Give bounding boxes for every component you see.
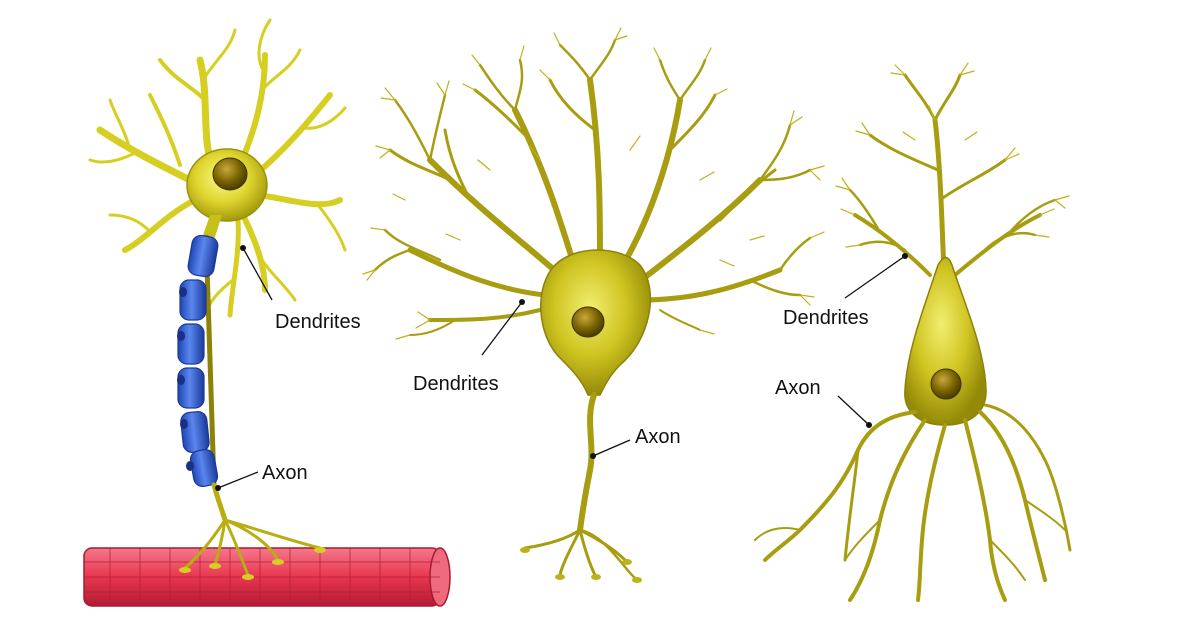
axon-label-2: Axon xyxy=(635,426,681,448)
myelin-sheath xyxy=(177,234,219,487)
dendrites-2 xyxy=(373,38,812,336)
dendrites-label-3: Dendrites xyxy=(783,307,869,329)
axon-label-1: Axon xyxy=(262,462,308,484)
axon-2 xyxy=(523,392,637,580)
dendrites-1 xyxy=(88,18,347,318)
fine-twigs-3 xyxy=(835,62,1070,248)
pyramidal-neuron: Dendrites Axon xyxy=(754,62,1072,602)
motor-neuron: Dendrites Axon xyxy=(83,18,451,607)
fine-twigs-2 xyxy=(362,27,825,340)
nucleus-2 xyxy=(571,306,605,338)
nucleus-3 xyxy=(930,368,962,400)
muscle-fiber xyxy=(83,547,451,607)
axon-label-2-group: Axon xyxy=(590,426,681,459)
soma-3 xyxy=(904,256,987,426)
synaptic-knobs xyxy=(179,547,326,580)
dendrites-label-3-group: Dendrites xyxy=(783,253,908,329)
axon-terminals-2 xyxy=(520,547,642,583)
dendrites-3 xyxy=(848,73,1057,278)
axon-label-3-group: Axon xyxy=(775,377,872,428)
axon-label-1-group: Axon xyxy=(215,462,308,491)
multipolar-neuron: Dendrites Axon xyxy=(362,27,825,583)
axon-terminal-1 xyxy=(183,482,322,577)
axon-label-3: Axon xyxy=(775,377,821,399)
dendrites-label-1-group: Dendrites xyxy=(240,245,361,333)
dendrites-label-2: Dendrites xyxy=(413,373,499,395)
dendrites-label-1: Dendrites xyxy=(275,311,361,333)
dendrites-label-2-group: Dendrites xyxy=(413,299,525,395)
axon-3 xyxy=(754,403,1072,602)
nucleus-1 xyxy=(212,157,248,191)
